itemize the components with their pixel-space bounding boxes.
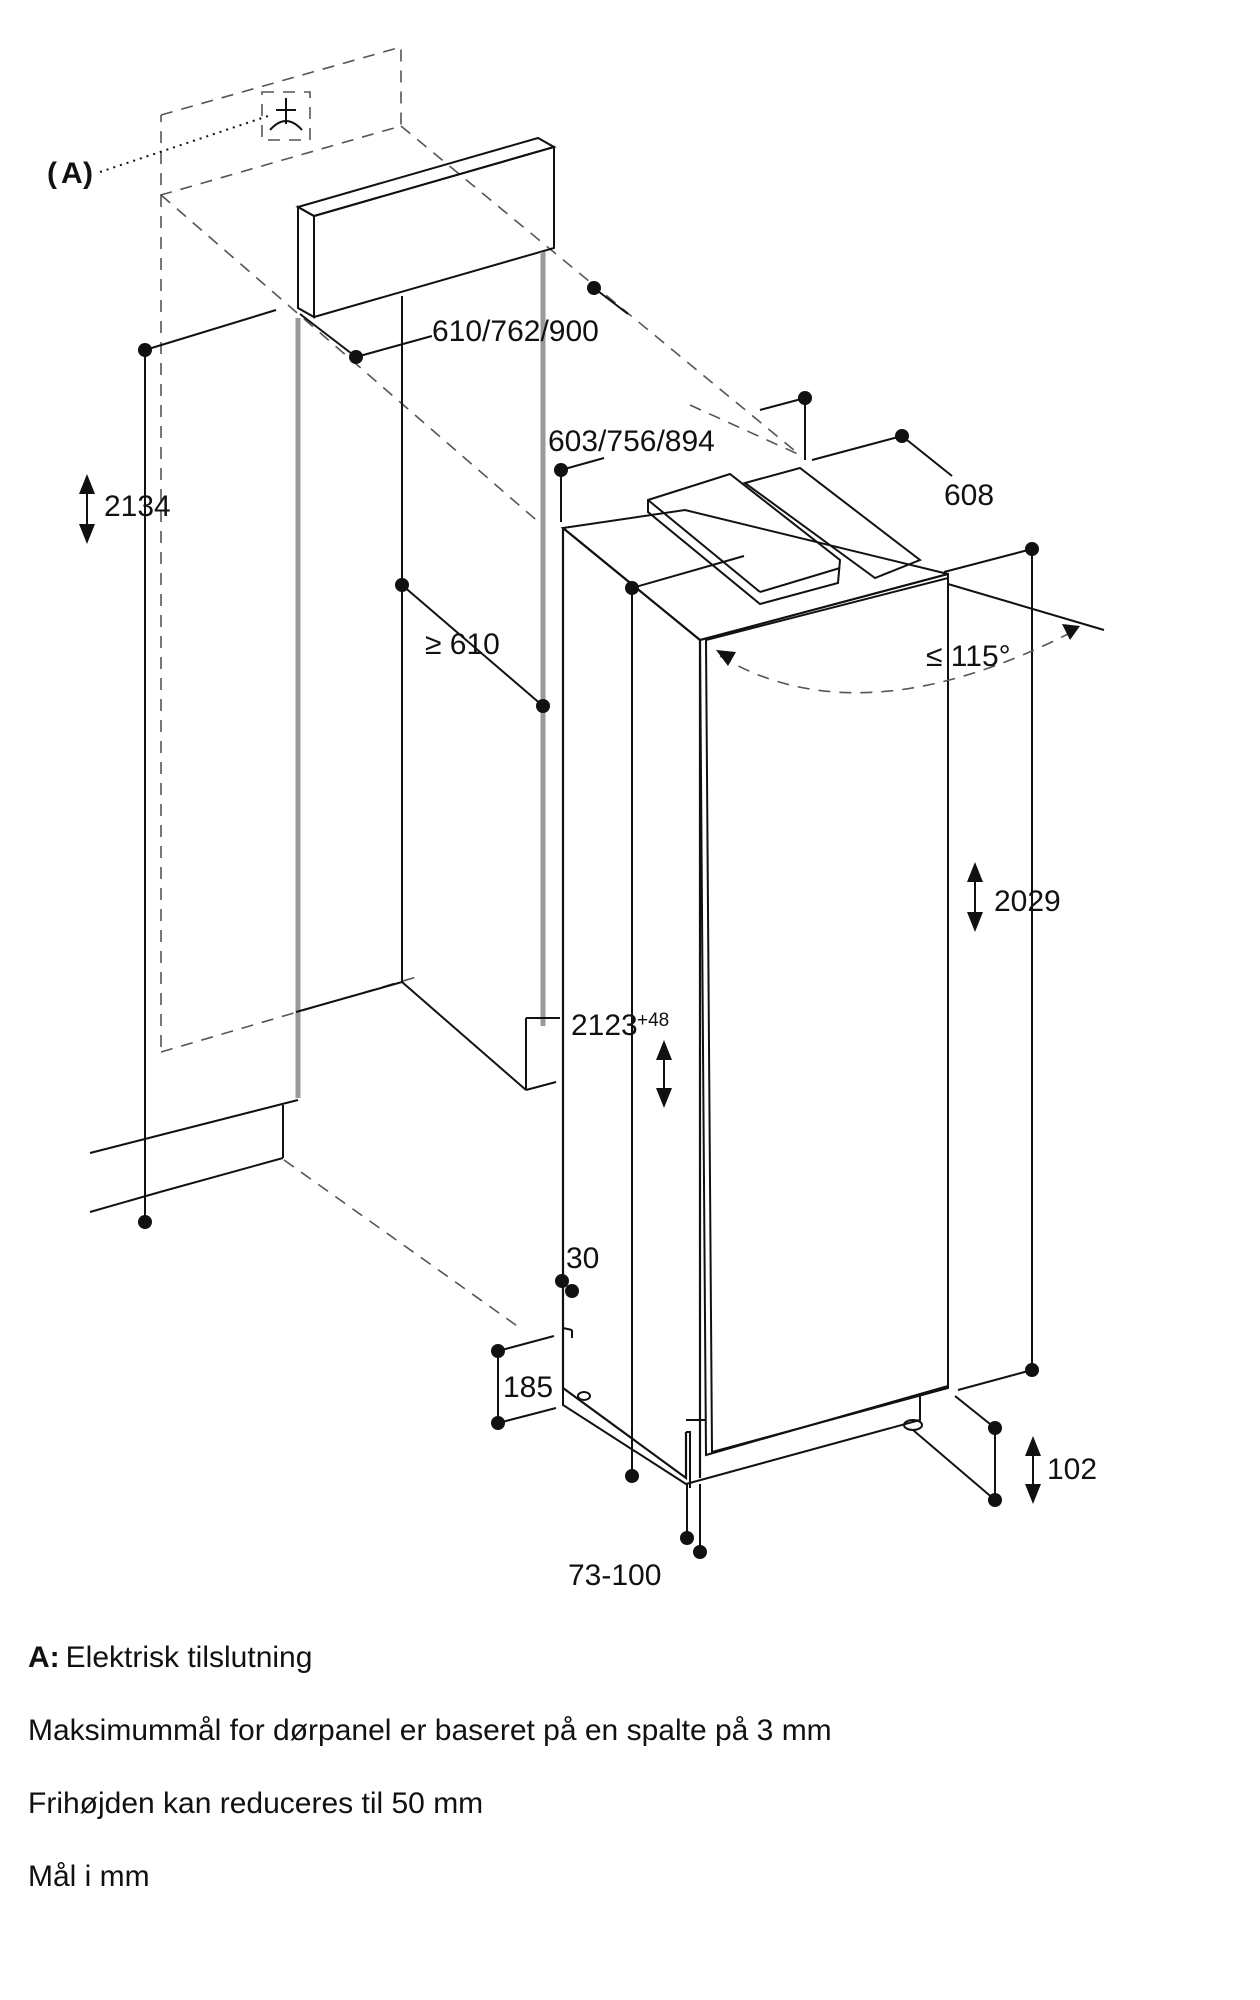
callout-a: ( A ) <box>47 115 269 190</box>
dim-appliance-height: 2123 <box>571 1009 638 1042</box>
installation-diagram: ( A ) <box>47 45 1105 1592</box>
note-text: Maksimummål for dørpanel er baseret på e… <box>28 1714 832 1747</box>
double-arrow-icon <box>79 474 95 544</box>
dim-niche-height: 2134 <box>104 490 171 523</box>
note-text: Elektrisk tilslutning <box>65 1641 313 1674</box>
double-arrow-icon <box>656 1040 672 1108</box>
svg-text:): ) <box>83 157 93 190</box>
note-key: A: <box>28 1641 60 1674</box>
double-arrow-icon <box>967 862 983 932</box>
dim-door-panel-width: 608 <box>944 479 994 512</box>
note-text: Mål i mm <box>28 1860 150 1893</box>
dim-plinth-setback: 73-100 <box>568 1559 661 1592</box>
dim-appliance-height-tolerance: +48 <box>637 1010 669 1031</box>
dim-niche-depth: 603/756/894 <box>548 425 715 458</box>
upper-cabinet <box>295 136 557 319</box>
note-line: Mål i mm <box>28 1859 1228 1895</box>
niche-walls <box>89 252 560 1213</box>
dim-offset-small: 30 <box>566 1242 599 1275</box>
callout-letter: A <box>61 157 83 190</box>
dim-plinth-depth: 185 <box>503 1371 553 1404</box>
dimension-lines <box>138 281 1039 1559</box>
dim-rear-gap: ≥ 610 <box>425 628 500 661</box>
dim-door-height: 2029 <box>994 885 1061 918</box>
double-arrow-icon <box>1025 1436 1041 1504</box>
dim-door-angle: ≤ 115° <box>926 640 1011 673</box>
electrical-socket-icon <box>261 91 311 141</box>
dim-plinth-height: 102 <box>1047 1453 1097 1486</box>
curved-swing-arrow-icon <box>716 583 1105 694</box>
note-line: A:Elektrisk tilslutning <box>28 1640 1228 1676</box>
appliance-body <box>560 466 949 1488</box>
note-text: Frihøjden kan reduceres til 50 mm <box>28 1787 484 1820</box>
note-line: Frihøjden kan reduceres til 50 mm <box>28 1786 1228 1822</box>
dim-niche-width: 610/762/900 <box>432 315 599 348</box>
notes-section: A:Elektrisk tilslutning Maksimummål for … <box>28 1640 1228 1932</box>
svg-text:(: ( <box>47 157 57 190</box>
note-line: Maksimummål for dørpanel er baseret på e… <box>28 1713 1228 1749</box>
